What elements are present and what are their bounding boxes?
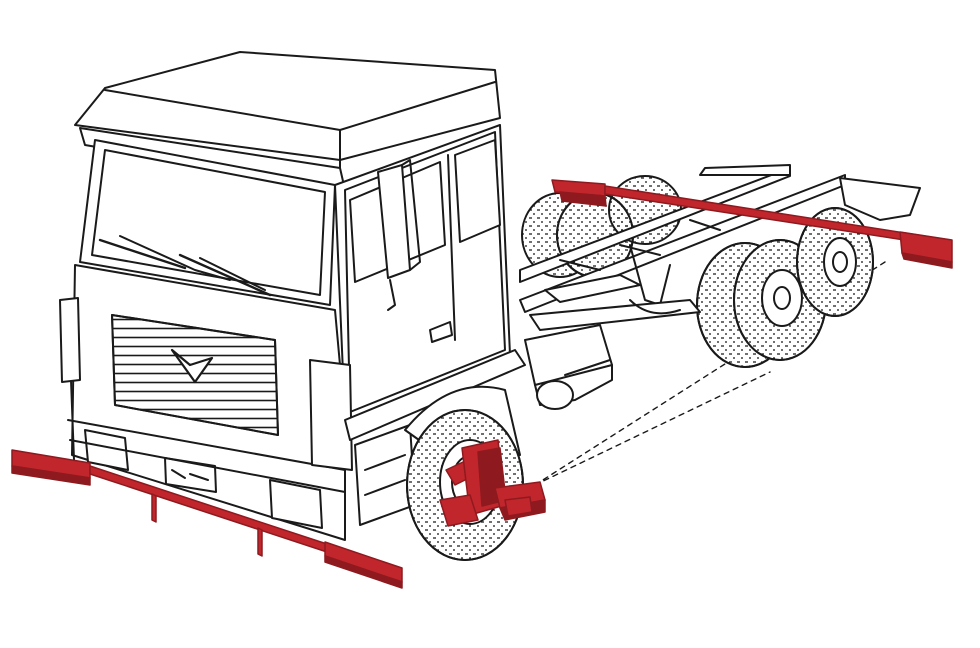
measurement-beam-lines xyxy=(534,261,886,486)
truck-cab xyxy=(59,51,613,541)
rear-measuring-bar xyxy=(551,179,953,269)
chassis-frame xyxy=(519,164,921,331)
wheel-clamp-laser-head xyxy=(439,439,546,527)
rear-axle-wheels xyxy=(521,175,874,368)
alignment-equipment xyxy=(11,179,953,589)
front-measuring-bar xyxy=(11,449,403,589)
